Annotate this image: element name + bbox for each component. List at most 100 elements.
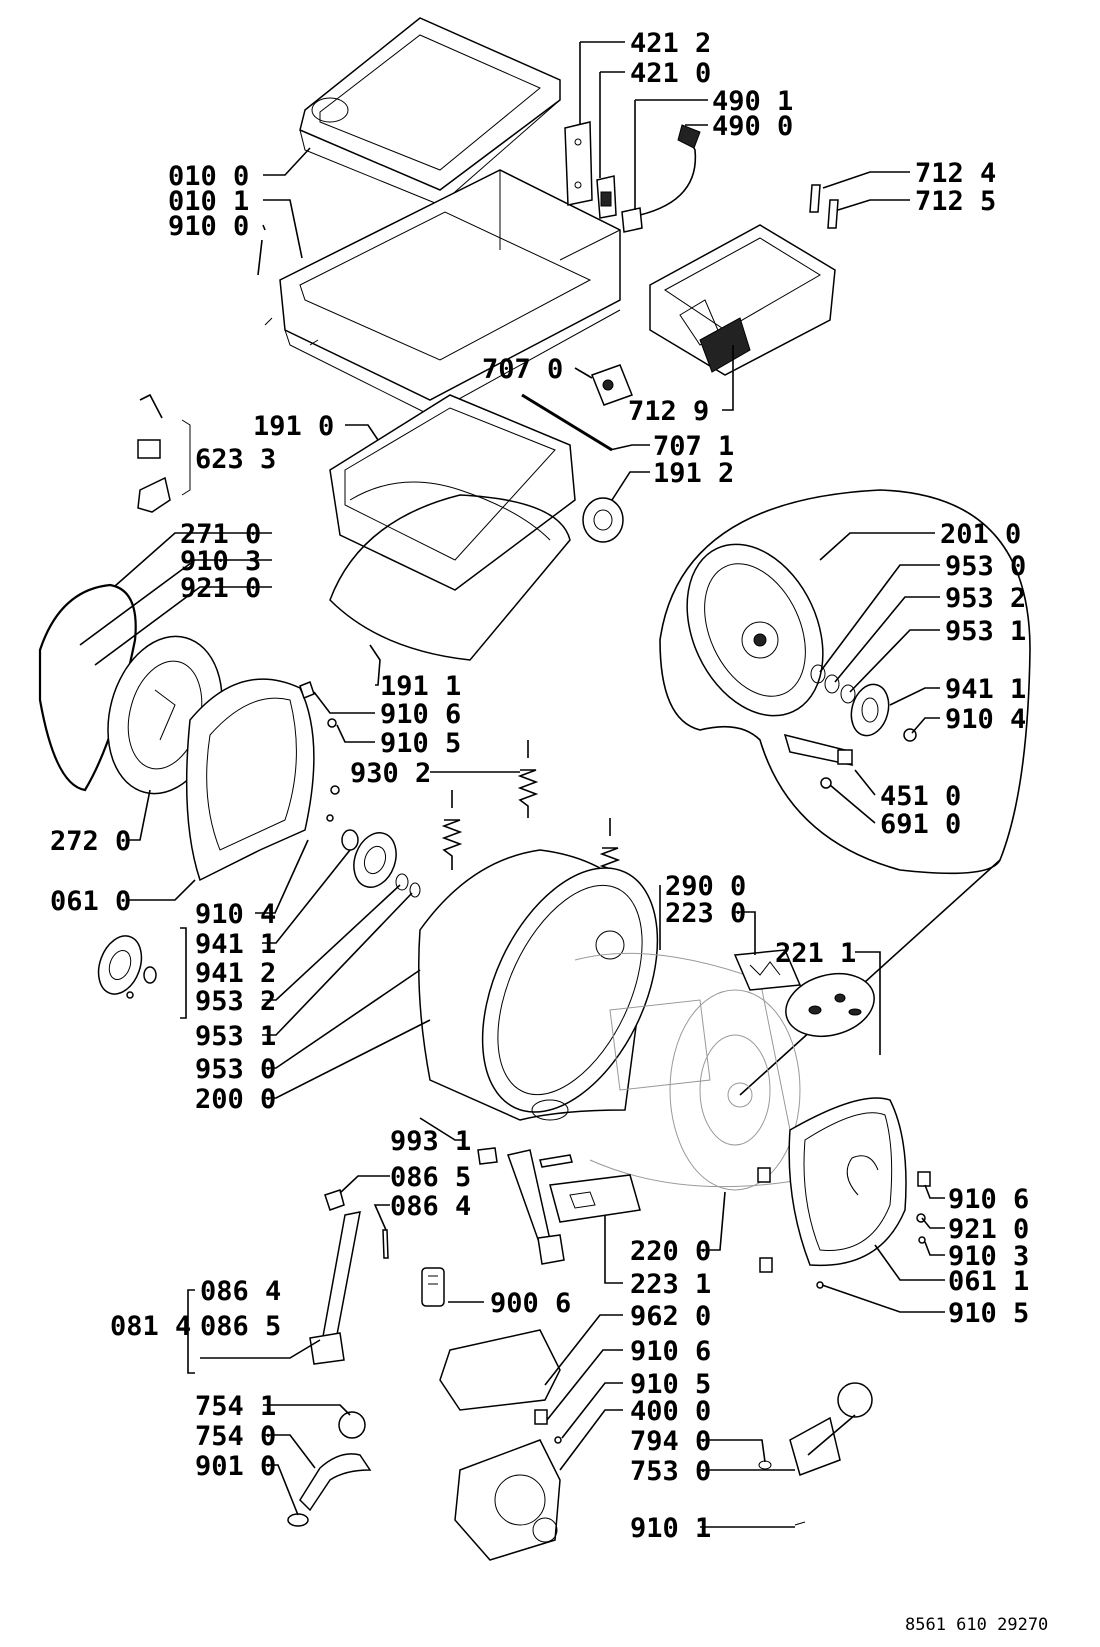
label-953-2: 953 2: [945, 583, 1026, 614]
part-707-0: [591, 364, 633, 406]
part-191-2: [582, 497, 624, 543]
part-901-0: [287, 1513, 309, 1527]
label-953-1: 953 1: [945, 616, 1026, 647]
label-200-0: 200 0: [195, 1084, 276, 1115]
part-number-labels: 421 2 421 0 490 1 490 0 010 0 010 1 910 …: [50, 28, 1029, 1544]
label-953-2-b: 953 2: [195, 986, 276, 1017]
label-953-1-b: 953 1: [195, 1021, 276, 1052]
label-223-0: 223 0: [665, 898, 746, 929]
label-910-5-c: 910 5: [630, 1369, 711, 1400]
label-490-0: 490 0: [712, 111, 793, 142]
part-valve: [758, 1382, 873, 1526]
part-flange-left: [341, 829, 421, 898]
label-086-5: 086 5: [390, 1162, 471, 1193]
label-421-0: 421 0: [630, 58, 711, 89]
label-272-0: 272 0: [50, 826, 131, 857]
part-dispenser-tubes: [809, 184, 839, 229]
label-400-0: 400 0: [630, 1396, 711, 1427]
label-712-4: 712 4: [915, 158, 996, 189]
label-901-0: 901 0: [195, 1451, 276, 1482]
label-086-5-b: 086 5: [200, 1311, 281, 1342]
label-707-0: 707 0: [482, 354, 563, 385]
rod-707-1: [521, 393, 613, 452]
label-941-1: 941 1: [945, 674, 1026, 705]
label-271-0: 271 0: [180, 519, 261, 550]
label-490-1: 490 1: [712, 86, 793, 117]
label-712-9: 712 9: [628, 396, 709, 427]
label-712-5: 712 5: [915, 186, 996, 217]
detail-bubble: [659, 489, 1031, 1096]
label-081-4: 081 4: [110, 1311, 191, 1342]
part-941-2: [97, 935, 157, 999]
screws-left-bracket: [299, 681, 340, 822]
leader-lines: [79, 41, 945, 1528]
label-910-3-b: 910 3: [948, 1241, 1029, 1272]
part-label-221-1: [785, 973, 875, 1037]
label-220-0: 220 0: [630, 1236, 711, 1267]
label-451-0: 451 0: [880, 781, 961, 812]
part-top-panel: [264, 169, 621, 416]
part-springs: [441, 740, 621, 896]
label-086-4-b: 086 4: [200, 1276, 281, 1307]
label-754-1: 754 1: [195, 1391, 276, 1422]
label-910-0: 910 0: [168, 211, 249, 242]
label-623-3: 623 3: [195, 444, 276, 475]
label-201-0: 201 0: [940, 519, 1021, 550]
label-930-2: 930 2: [350, 758, 431, 789]
part-dispenser: [649, 224, 836, 376]
label-910-5-b: 910 5: [948, 1298, 1029, 1329]
label-953-0: 953 0: [945, 551, 1026, 582]
part-623-3: [137, 393, 191, 513]
label-061-1: 061 1: [948, 1266, 1029, 1297]
label-910-6-c: 910 6: [630, 1336, 711, 1367]
label-900-6: 900 6: [490, 1288, 571, 1319]
part-drum: [574, 952, 801, 1191]
label-086-4: 086 4: [390, 1191, 471, 1222]
label-794-0: 794 0: [630, 1426, 711, 1457]
part-front-bracket: [757, 1097, 931, 1289]
label-707-1: 707 1: [653, 431, 734, 462]
part-tub-front: [418, 849, 659, 1121]
label-753-0: 753 0: [630, 1456, 711, 1487]
part-gasket: [329, 494, 571, 661]
label-010-0: 010 0: [168, 161, 249, 192]
part-900-6: [421, 1267, 445, 1307]
label-910-3: 910 3: [180, 546, 261, 577]
part-pump: [454, 1409, 562, 1561]
label-910-6-b: 910 6: [948, 1184, 1029, 1215]
label-941-2: 941 2: [195, 958, 276, 989]
label-910-5: 910 5: [380, 728, 461, 759]
label-910-6: 910 6: [380, 699, 461, 730]
label-910-1: 910 1: [630, 1513, 711, 1544]
label-290-0: 290 0: [665, 871, 746, 902]
label-953-0-b: 953 0: [195, 1054, 276, 1085]
label-221-1: 221 1: [775, 938, 856, 969]
part-lid-frame: [299, 17, 561, 206]
label-754-0: 754 0: [195, 1421, 276, 1452]
drawing-code: 8561 610 29270: [905, 1615, 1048, 1635]
part-754-1: [338, 1411, 366, 1439]
label-993-1: 993 1: [390, 1126, 471, 1157]
label-962-0: 962 0: [630, 1301, 711, 1332]
part-small-connectors: [324, 1147, 573, 1259]
label-941-1-b: 941 1: [195, 929, 276, 960]
part-962-0: [439, 1329, 561, 1411]
label-921-0: 921 0: [180, 573, 261, 604]
part-mains-cable: [621, 124, 701, 233]
part-rear-bracket: [185, 678, 315, 882]
part-lifter-223-0: [733, 949, 802, 991]
label-691-0: 691 0: [880, 809, 961, 840]
label-191-1: 191 1: [380, 671, 461, 702]
label-191-0: 191 0: [253, 411, 334, 442]
label-191-2: 191 2: [653, 458, 734, 489]
label-921-0-b: 921 0: [948, 1214, 1029, 1245]
part-754-0: [299, 1453, 372, 1512]
label-421-2: 421 2: [630, 28, 711, 59]
label-910-4-b: 910 4: [195, 899, 276, 930]
label-061-0: 061 0: [50, 886, 131, 917]
label-910-4: 910 4: [945, 704, 1026, 735]
part-door-lock: [564, 121, 617, 219]
part-shock-center: [507, 1149, 641, 1265]
label-010-1: 010 1: [168, 186, 249, 217]
